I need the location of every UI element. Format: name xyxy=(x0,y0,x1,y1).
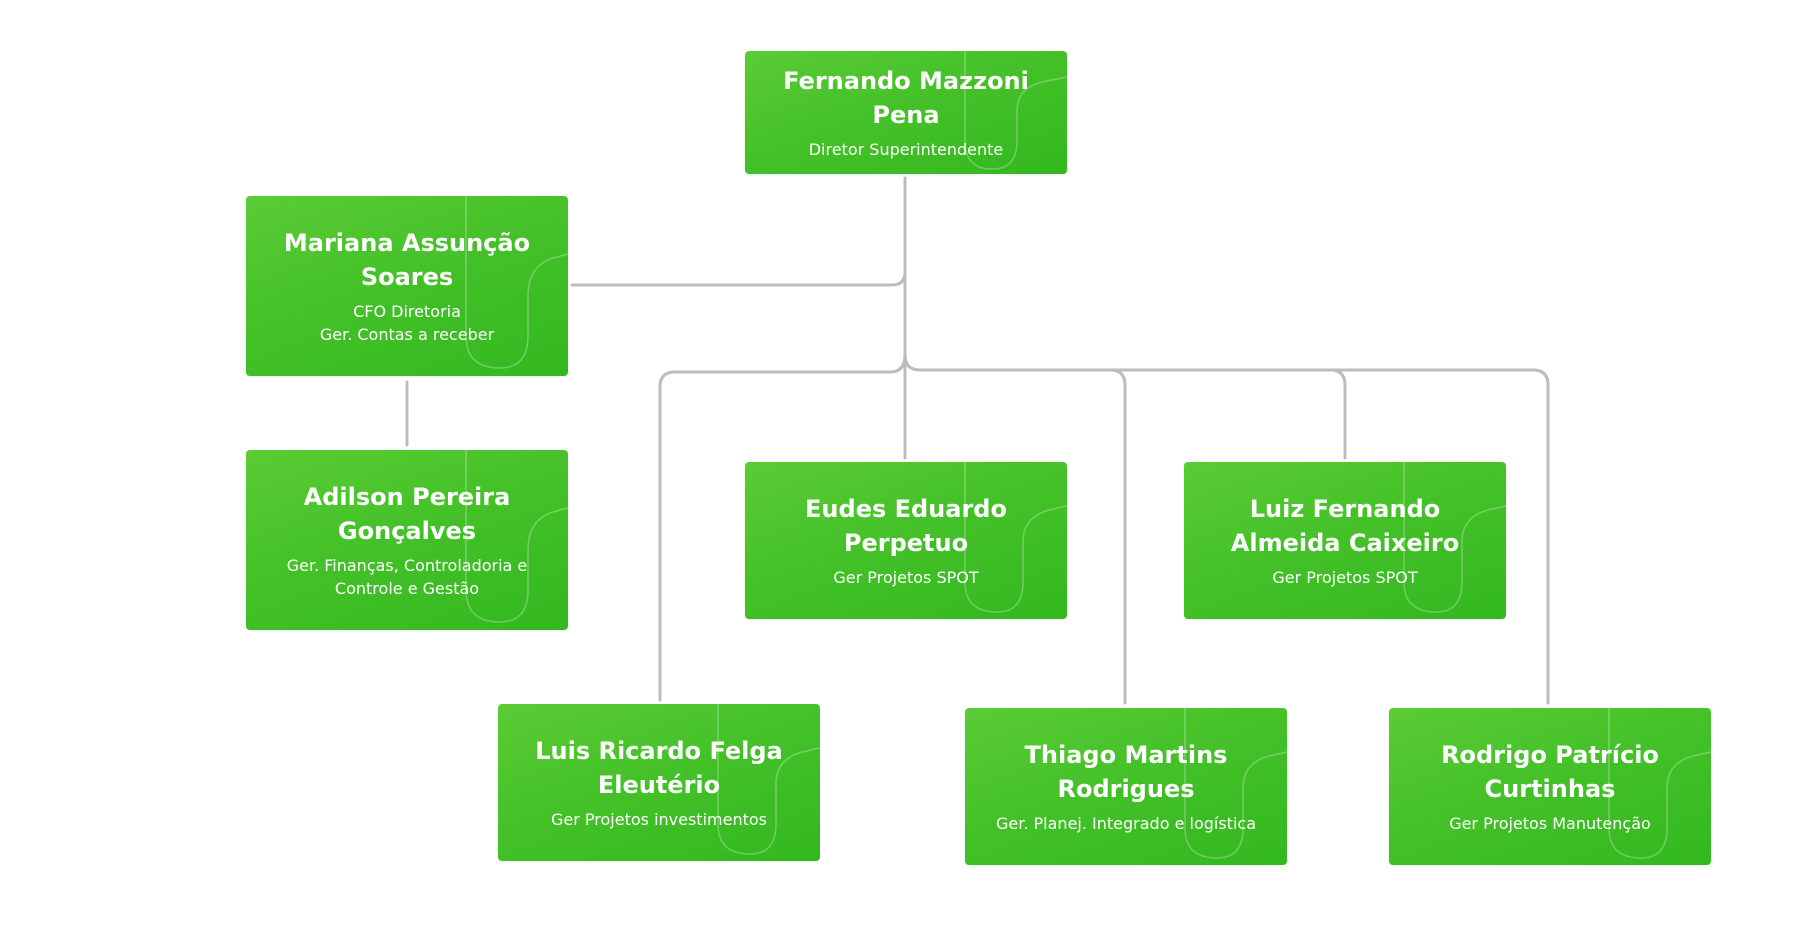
org-node-eudes[interactable]: Eudes Eduardo Perpetuo Ger Projetos SPOT xyxy=(745,462,1067,619)
connector-thiago xyxy=(1108,368,1127,705)
node-name: Mariana Assunção Soares xyxy=(283,229,531,291)
connector-cfo xyxy=(570,270,907,287)
node-role: Ger Projetos investimentos xyxy=(551,810,767,829)
node-name: Luiz Fernando Almeida Caixeiro xyxy=(1230,495,1460,557)
node-role: Ger. Planej. Integrado e logística xyxy=(996,814,1256,833)
org-node-adilson[interactable]: Adilson Pereira Gonçalves Ger. Finanças,… xyxy=(246,450,568,630)
connector-luiz xyxy=(1328,368,1347,460)
node-role: CFO Diretoria Ger. Contas a receber xyxy=(319,302,495,344)
node-role: Diretor Superintendente xyxy=(808,140,1004,159)
node-name: Eudes Eduardo Perpetuo xyxy=(805,495,1007,557)
node-role: Ger. Finanças, Controladoria e Controle … xyxy=(286,556,528,598)
org-node-mariana[interactable]: Mariana Assunção Soares CFO Diretoria Ge… xyxy=(246,196,568,376)
connector-luis xyxy=(658,353,907,702)
org-node-luiz[interactable]: Luiz Fernando Almeida Caixeiro Ger Proje… xyxy=(1184,462,1506,619)
node-role: Ger Projetos Manutenção xyxy=(1449,814,1651,833)
node-name: Luis Ricardo Felga Eleutério xyxy=(535,737,783,799)
node-role: Ger Projetos SPOT xyxy=(1272,568,1418,587)
node-role: Ger Projetos SPOT xyxy=(833,568,979,587)
node-name: Thiago Martins Rodrigues xyxy=(1024,741,1228,803)
node-name: Fernando Mazzoni Pena xyxy=(783,67,1029,129)
org-node-fernando[interactable]: Fernando Mazzoni Pena Diretor Superinten… xyxy=(745,51,1067,174)
org-node-thiago[interactable]: Thiago Martins Rodrigues Ger. Planej. In… xyxy=(965,708,1287,865)
org-node-luis[interactable]: Luis Ricardo Felga Eleutério Ger Projeto… xyxy=(498,704,820,861)
connector-right-bar xyxy=(903,353,1550,705)
node-name: Rodrigo Patrício Curtinhas xyxy=(1441,741,1659,803)
node-name: Adilson Pereira Gonçalves xyxy=(303,483,511,545)
org-node-rodrigo[interactable]: Rodrigo Patrício Curtinhas Ger Projetos … xyxy=(1389,708,1711,865)
